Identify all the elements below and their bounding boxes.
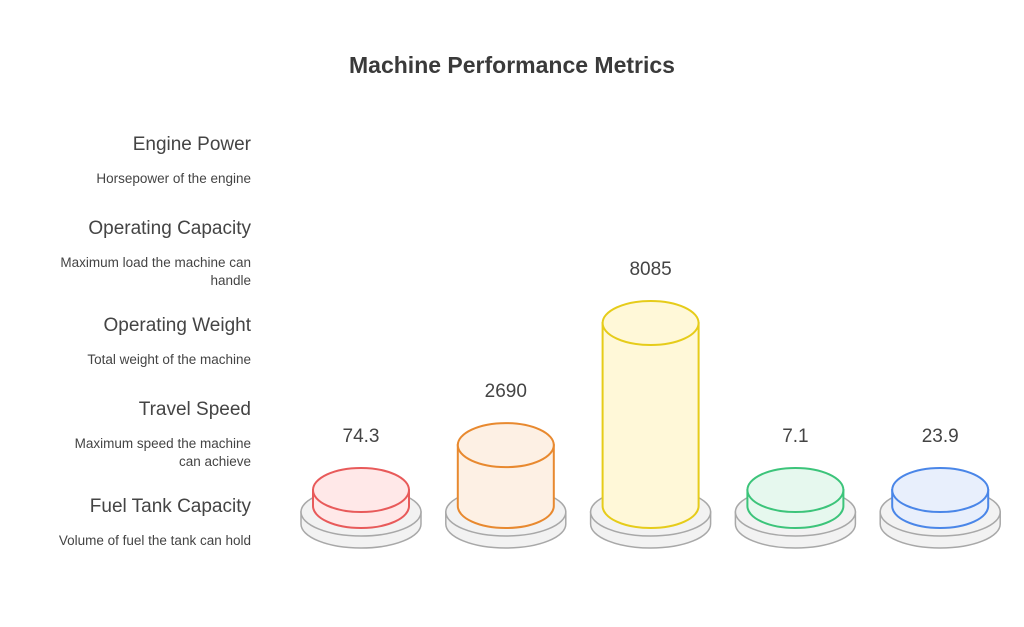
value-label: 2690: [485, 381, 527, 402]
value-label: 74.3: [343, 426, 380, 447]
legend-heading: Fuel Tank Capacity: [89, 496, 251, 517]
value-label: 23.9: [922, 426, 959, 447]
legend-item-operating-capacity: Operating Capacity Maximum load the mach…: [20, 218, 251, 290]
legend-heading: Operating Capacity: [88, 218, 251, 239]
legend-item-fuel-tank-capacity: Fuel Tank Capacity Volume of fuel the ta…: [20, 496, 251, 550]
cylinder-top: [891, 467, 990, 513]
cylinder-top: [746, 467, 845, 513]
legend-description: Horsepower of the engine: [96, 171, 251, 186]
legend-item-operating-weight: Operating Weight Total weight of the mac…: [20, 315, 251, 369]
legend-heading: Operating Weight: [103, 315, 251, 336]
legend-heading: Travel Speed: [138, 399, 251, 420]
legend-description: Total weight of the machine: [87, 352, 251, 367]
cylinder-top: [601, 300, 700, 346]
legend-description: Maximum speed the machine can achieve: [74, 436, 251, 469]
cylinder-body: [456, 444, 555, 529]
legend-item-engine-power: Engine Power Horsepower of the engine: [20, 134, 251, 188]
chart-title: Machine Performance Metrics: [349, 52, 675, 78]
legend-heading: Engine Power: [132, 134, 251, 155]
value-label: 7.1: [782, 426, 808, 447]
cylinder-top: [456, 422, 555, 469]
legend-description: Maximum load the machine can handle: [60, 255, 251, 288]
value-label: 8085: [629, 259, 671, 280]
cylinder-body: [601, 322, 700, 529]
legend-description: Volume of fuel the tank can hold: [58, 533, 251, 548]
legend-item-travel-speed: Travel Speed Maximum speed the machine c…: [20, 399, 251, 471]
cylinder-top: [312, 467, 410, 513]
